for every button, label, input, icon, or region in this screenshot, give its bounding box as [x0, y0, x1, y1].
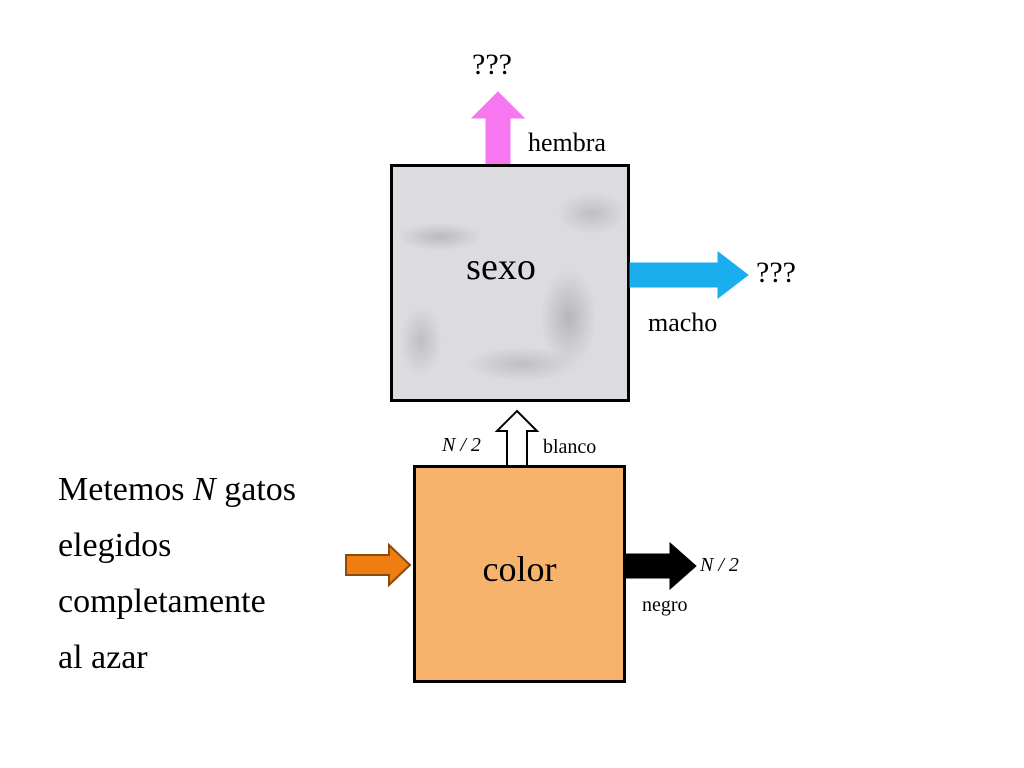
female-arrow-shape: [470, 91, 526, 165]
intro-line-1-start: Metemos: [58, 471, 185, 508]
intro-variable-n: N: [193, 471, 216, 508]
color-box: color: [413, 465, 626, 683]
black-arrow-shape: [625, 541, 697, 591]
intro-line-1-end: gatos: [224, 471, 297, 508]
white-count-text: N / 2: [442, 434, 481, 456]
male-output-question: ???: [756, 256, 796, 289]
white-count-label: N / 2: [442, 434, 481, 457]
black-label: negro: [642, 594, 688, 616]
input-arrow-shape: [345, 542, 412, 588]
color-box-label: color: [482, 549, 557, 589]
male-label: macho: [648, 308, 718, 337]
black-output-arrow: [625, 541, 697, 591]
intro-line-2: elegidos: [58, 527, 172, 564]
male-arrow-shape: [629, 250, 749, 300]
sex-box: sexo: [390, 164, 630, 402]
intro-text: Metemos N gatos elegidos completamente a…: [58, 462, 296, 686]
black-count-label: N / 2: [700, 554, 739, 577]
white-output-arrow: [494, 409, 540, 467]
white-arrow-shape: [494, 409, 540, 467]
female-label: hembra: [528, 128, 606, 157]
female-output-arrow: [470, 91, 526, 165]
intro-line-3: completamente: [58, 583, 266, 620]
input-arrow: [345, 542, 412, 588]
sex-box-label: sexo: [466, 246, 536, 288]
intro-line-4: al azar: [58, 639, 148, 676]
black-count-text: N / 2: [700, 554, 739, 576]
male-output-arrow: [629, 250, 749, 300]
white-label: blanco: [543, 436, 597, 458]
female-output-question: ???: [472, 48, 512, 81]
intro-line-1: Metemos N gatos: [58, 462, 296, 518]
